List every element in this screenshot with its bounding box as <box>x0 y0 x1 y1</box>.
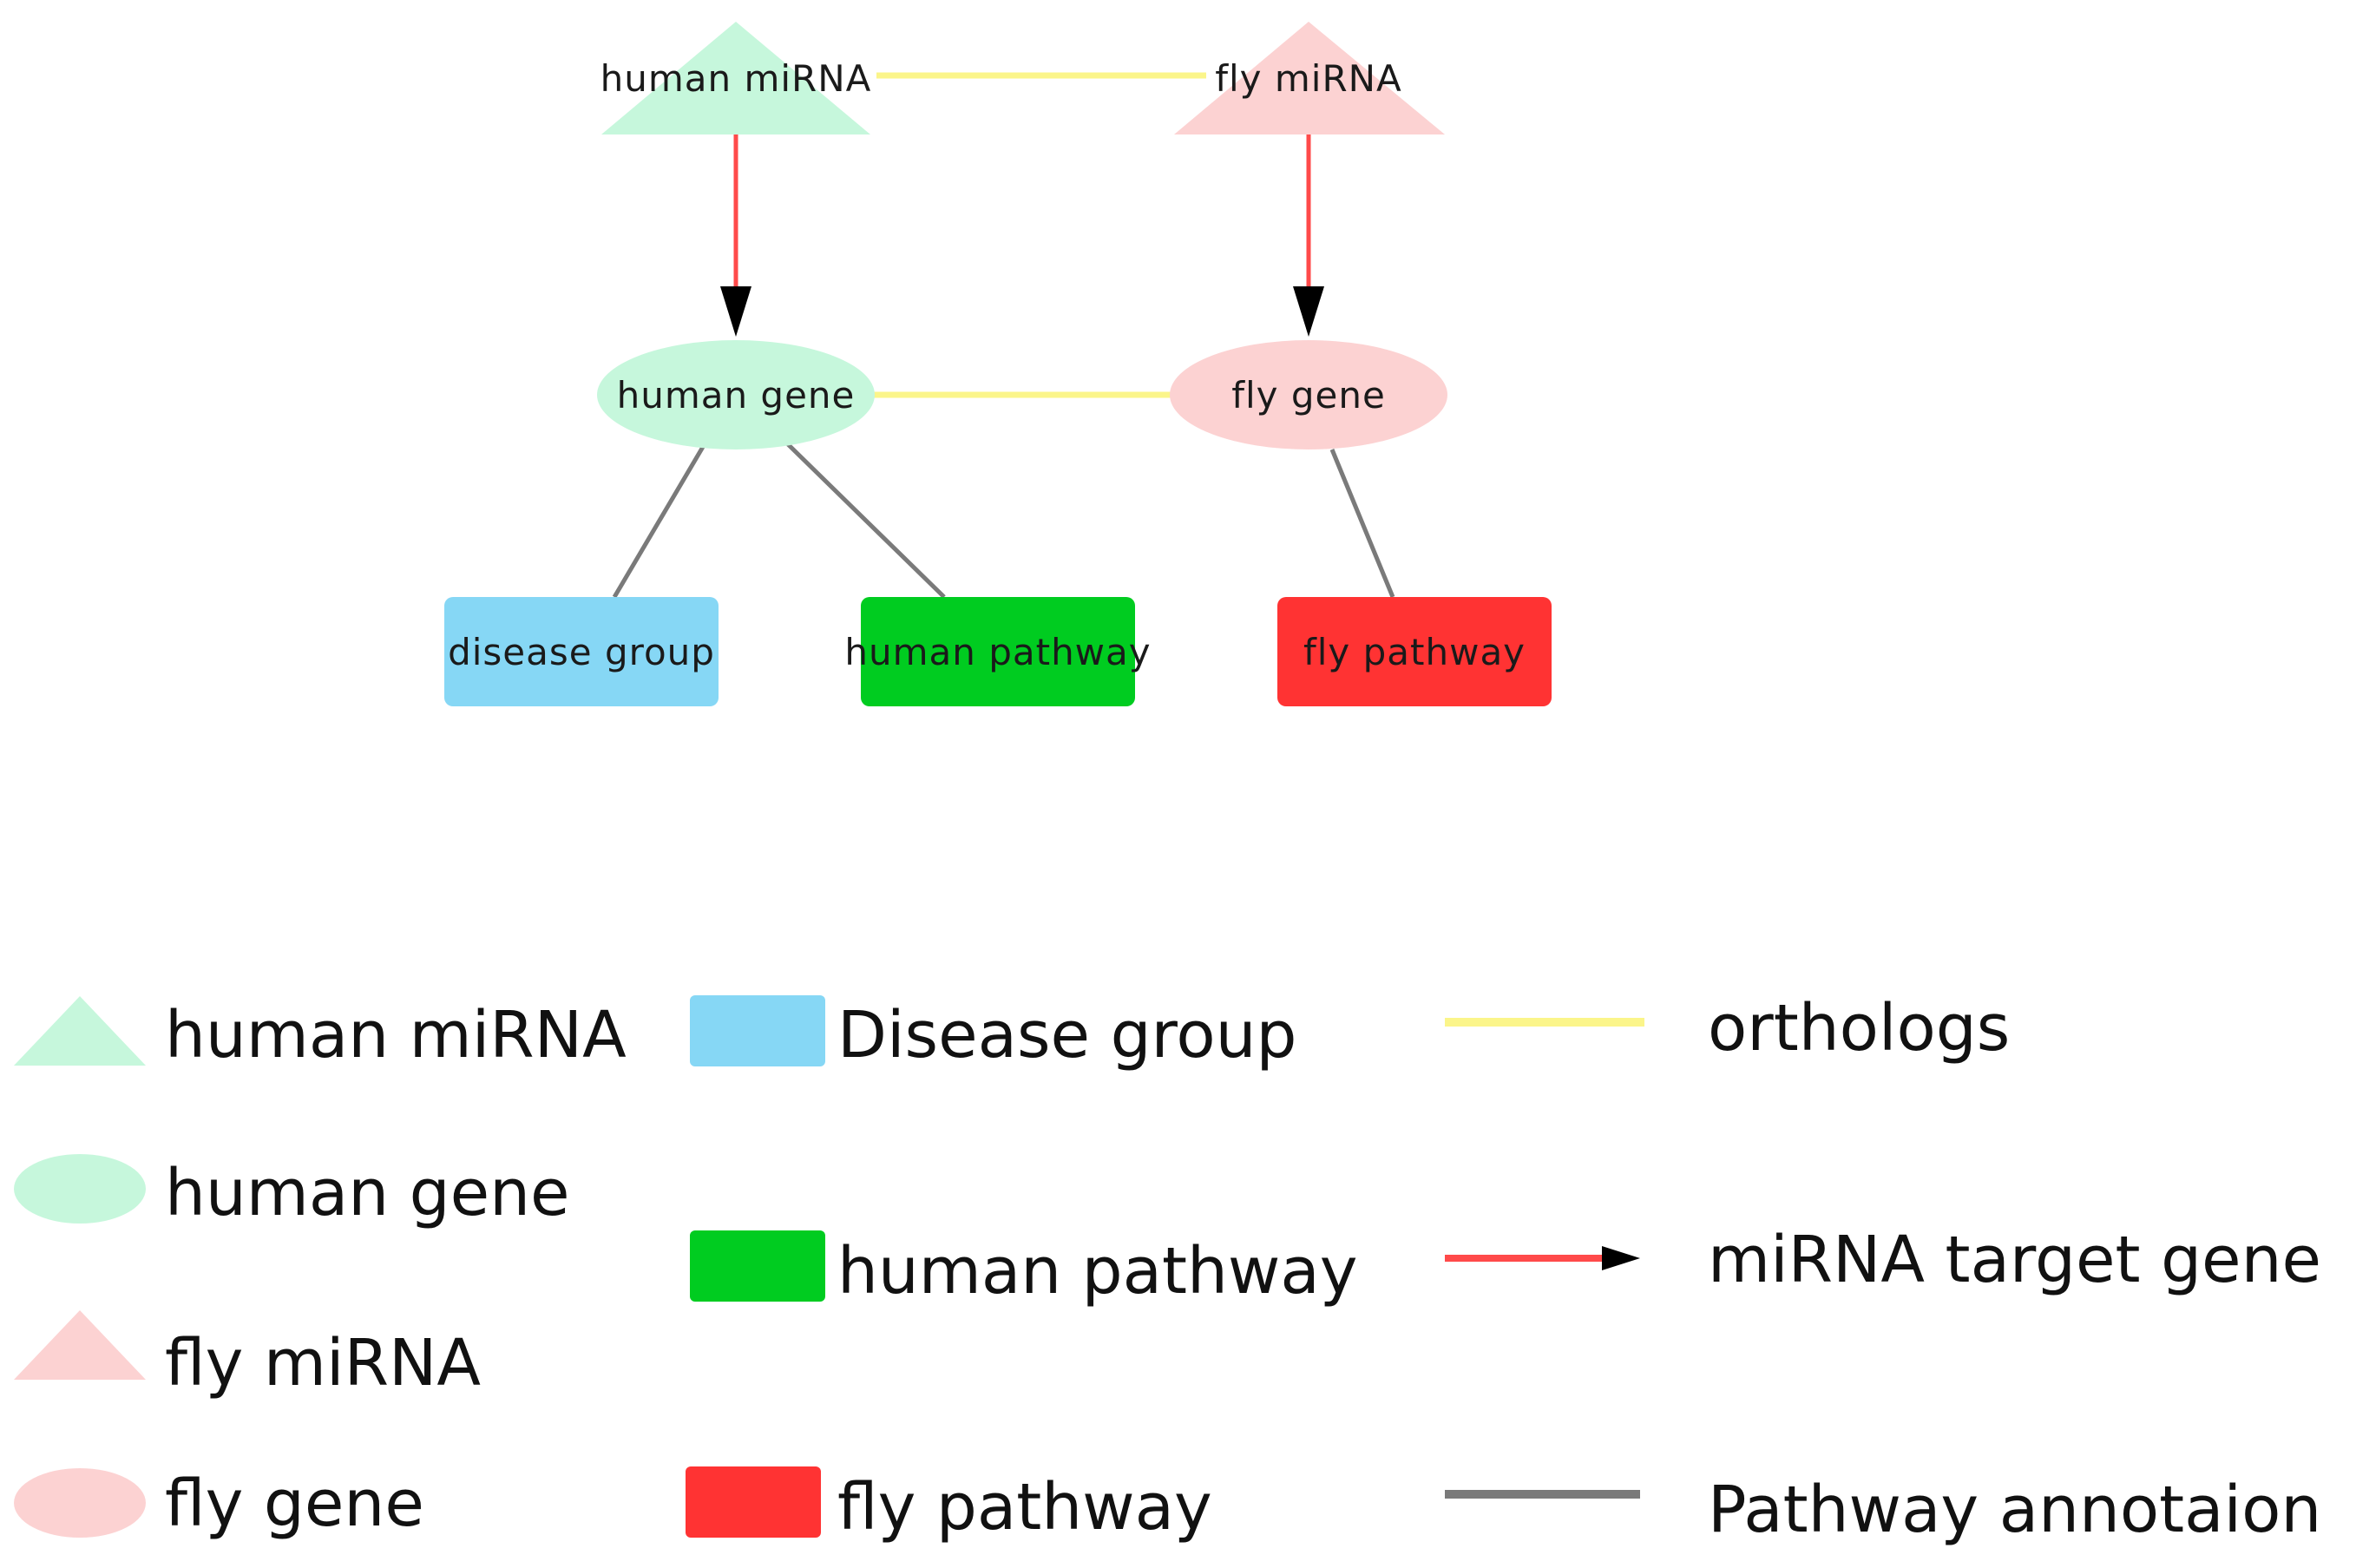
disease-group-node <box>444 597 719 706</box>
fly-gene-node <box>1170 340 1447 449</box>
legend-fly-mirna-icon <box>14 1310 146 1380</box>
human-gene-node <box>597 340 875 449</box>
annotation-edge-human-pathway <box>786 443 946 599</box>
human-mirna-label: human miRNA <box>600 57 872 100</box>
legend-orthologs-label: orthologs <box>1708 991 2010 1066</box>
legend: human miRNA human gene fly miRNA fly gen… <box>14 991 2321 1547</box>
legend-human-gene-label: human gene <box>165 1156 570 1230</box>
human-pathway-label: human pathway <box>844 631 1151 673</box>
legend-disease-group-icon <box>690 995 825 1066</box>
legend-human-gene-icon <box>14 1154 146 1224</box>
fly-gene-label: fly gene <box>1231 374 1386 417</box>
legend-pathway-annotation-label: Pathway annotaion <box>1708 1473 2321 1547</box>
disease-group-label: disease group <box>448 631 715 673</box>
legend-fly-mirna-label: fly miRNA <box>165 1326 481 1401</box>
legend-fly-pathway-label: fly pathway <box>837 1470 1212 1545</box>
fly-pathway-label: fly pathway <box>1303 631 1526 673</box>
legend-human-mirna-icon <box>14 996 146 1066</box>
human-mirna-node <box>601 22 870 134</box>
legend-mirna-target-arrowhead <box>1602 1246 1640 1270</box>
fly-mirna-label: fly miRNA <box>1215 57 1402 100</box>
annotation-edge-disease <box>612 445 705 599</box>
fly-mirna-node <box>1174 22 1445 134</box>
annotation-edge-fly-pathway <box>1329 449 1395 598</box>
legend-human-pathway-icon <box>690 1230 825 1302</box>
legend-fly-gene-icon <box>14 1468 146 1538</box>
legend-disease-group-label: Disease group <box>837 998 1297 1073</box>
legend-fly-gene-label: fly gene <box>165 1466 424 1541</box>
target-arrowhead-fly <box>1293 286 1324 337</box>
human-pathway-node <box>861 597 1135 706</box>
legend-human-mirna-label: human miRNA <box>165 998 627 1073</box>
human-gene-label: human gene <box>617 374 856 417</box>
legend-human-pathway-label: human pathway <box>837 1234 1358 1309</box>
fly-pathway-node <box>1277 597 1552 706</box>
legend-mirna-target-label: miRNA target gene <box>1708 1223 2321 1297</box>
legend-fly-pathway-icon <box>686 1466 821 1538</box>
target-arrowhead-human <box>720 286 751 337</box>
